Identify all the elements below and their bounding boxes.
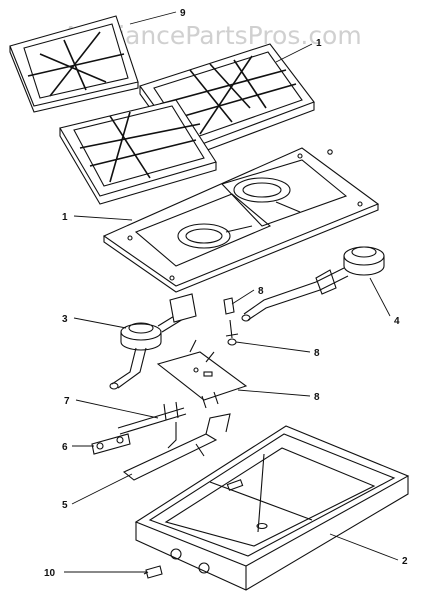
leader-lines xyxy=(64,11,399,573)
callout-9: 9 xyxy=(180,8,186,19)
mounting-bracket xyxy=(156,339,248,409)
drip-pan xyxy=(134,425,410,591)
burner-right xyxy=(241,246,385,322)
orifice-parts xyxy=(223,297,239,346)
cooktop-plate xyxy=(102,147,380,293)
callout-4: 4 xyxy=(394,316,400,327)
callout-7: 7 xyxy=(64,396,70,407)
callout-5: 5 xyxy=(62,500,68,511)
callout-grate: 1 xyxy=(316,38,322,49)
callout-labels: 9 1 1 3 4 8 8 8 7 6 5 2 10 xyxy=(44,8,408,579)
clip xyxy=(91,433,131,455)
callout-2: 2 xyxy=(402,556,408,567)
callout-8-mid: 8 xyxy=(314,348,320,359)
callout-3: 3 xyxy=(62,314,68,325)
grate-top xyxy=(9,15,139,113)
callout-cooktop: 1 xyxy=(62,212,68,223)
grate-lower xyxy=(59,99,217,205)
callout-8-bracket: 8 xyxy=(314,392,320,403)
callout-10: 10 xyxy=(44,568,56,579)
callout-8-top: 8 xyxy=(258,286,264,297)
support-bar xyxy=(122,413,231,481)
screw xyxy=(143,565,163,579)
callout-6: 6 xyxy=(62,442,68,453)
gas-tube xyxy=(117,401,187,449)
burner-left xyxy=(109,293,197,390)
